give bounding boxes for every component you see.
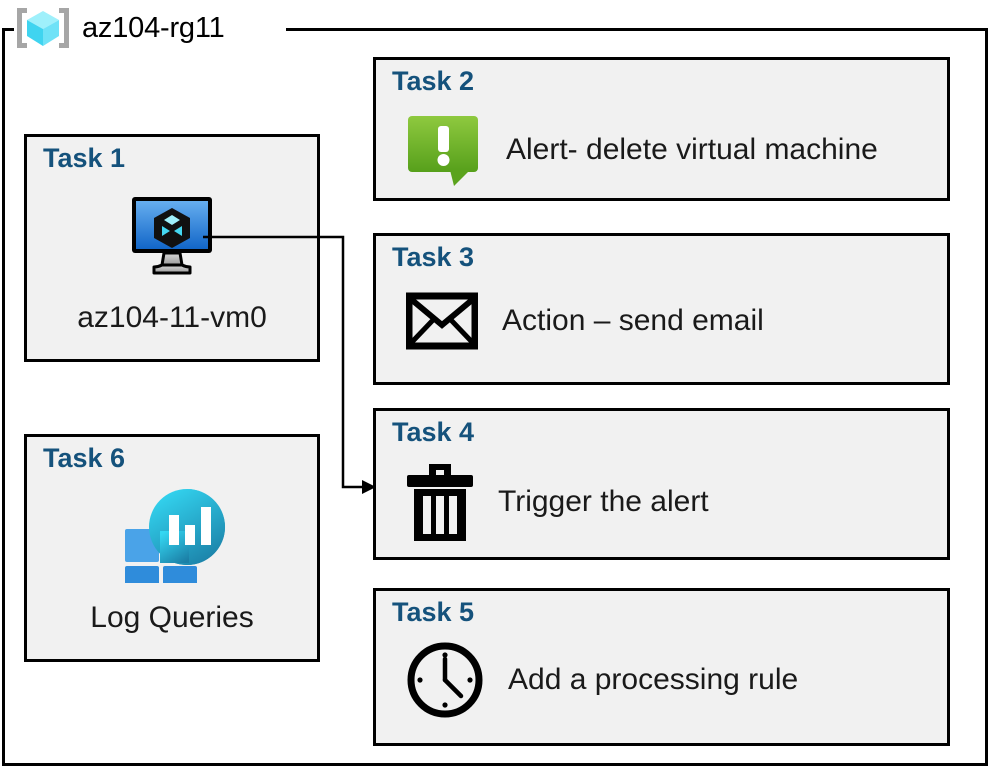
alert-bubble-icon <box>408 116 478 186</box>
task-6-icon-wrap <box>27 485 317 583</box>
task-6-label: Log Queries <box>90 601 254 634</box>
task-card-3[interactable]: Task 3 Action – send email <box>373 233 950 385</box>
resource-group-header: az104-rg11 <box>14 4 225 52</box>
task-3-row: Action – send email <box>406 292 764 350</box>
task-1-heading: Task 1 <box>43 143 126 173</box>
task-2-row: Alert- delete virtual machine <box>406 112 878 188</box>
task-2-heading: Task 2 <box>392 66 475 96</box>
clock-icon <box>407 642 483 718</box>
virtual-machine-icon <box>132 197 212 275</box>
resource-group-title: az104-rg11 <box>82 11 225 44</box>
task-3-label: Action – send email <box>502 304 764 337</box>
envelope-icon <box>406 292 478 350</box>
task-card-6[interactable]: Task 6 Log Queries <box>24 434 320 662</box>
resource-group-frame <box>2 28 988 766</box>
task-6-label-wrap: Log Queries <box>27 603 317 633</box>
task-1-icon-wrap <box>27 195 317 277</box>
frame-title-gap <box>14 18 286 40</box>
log-analytics-icon <box>125 488 226 583</box>
trash-icon <box>407 464 473 541</box>
task-5-row: Add a processing rule <box>406 641 798 719</box>
task-1-label: az104-11-vm0 <box>77 301 267 334</box>
task-4-row: Trigger the alert <box>406 461 709 543</box>
task-card-5[interactable]: Task 5 Add a processing rule <box>373 588 950 746</box>
task-card-2[interactable]: Task 2 Alert- delete virtual machine <box>373 57 950 201</box>
task-card-4[interactable]: Task 4 Trigger the alert <box>373 408 950 560</box>
task-4-heading: Task 4 <box>392 417 475 447</box>
task-1-label-wrap: az104-11-vm0 <box>27 303 317 333</box>
task-4-label: Trigger the alert <box>498 485 709 518</box>
resource-group-cube-icon <box>17 8 69 48</box>
task-3-heading: Task 3 <box>392 242 475 272</box>
task-6-heading: Task 6 <box>43 443 126 473</box>
task-5-label: Add a processing rule <box>508 663 799 696</box>
task-2-label: Alert- delete virtual machine <box>506 133 878 166</box>
task-5-heading: Task 5 <box>392 597 475 627</box>
task-card-1[interactable]: Task 1 <box>24 134 320 362</box>
